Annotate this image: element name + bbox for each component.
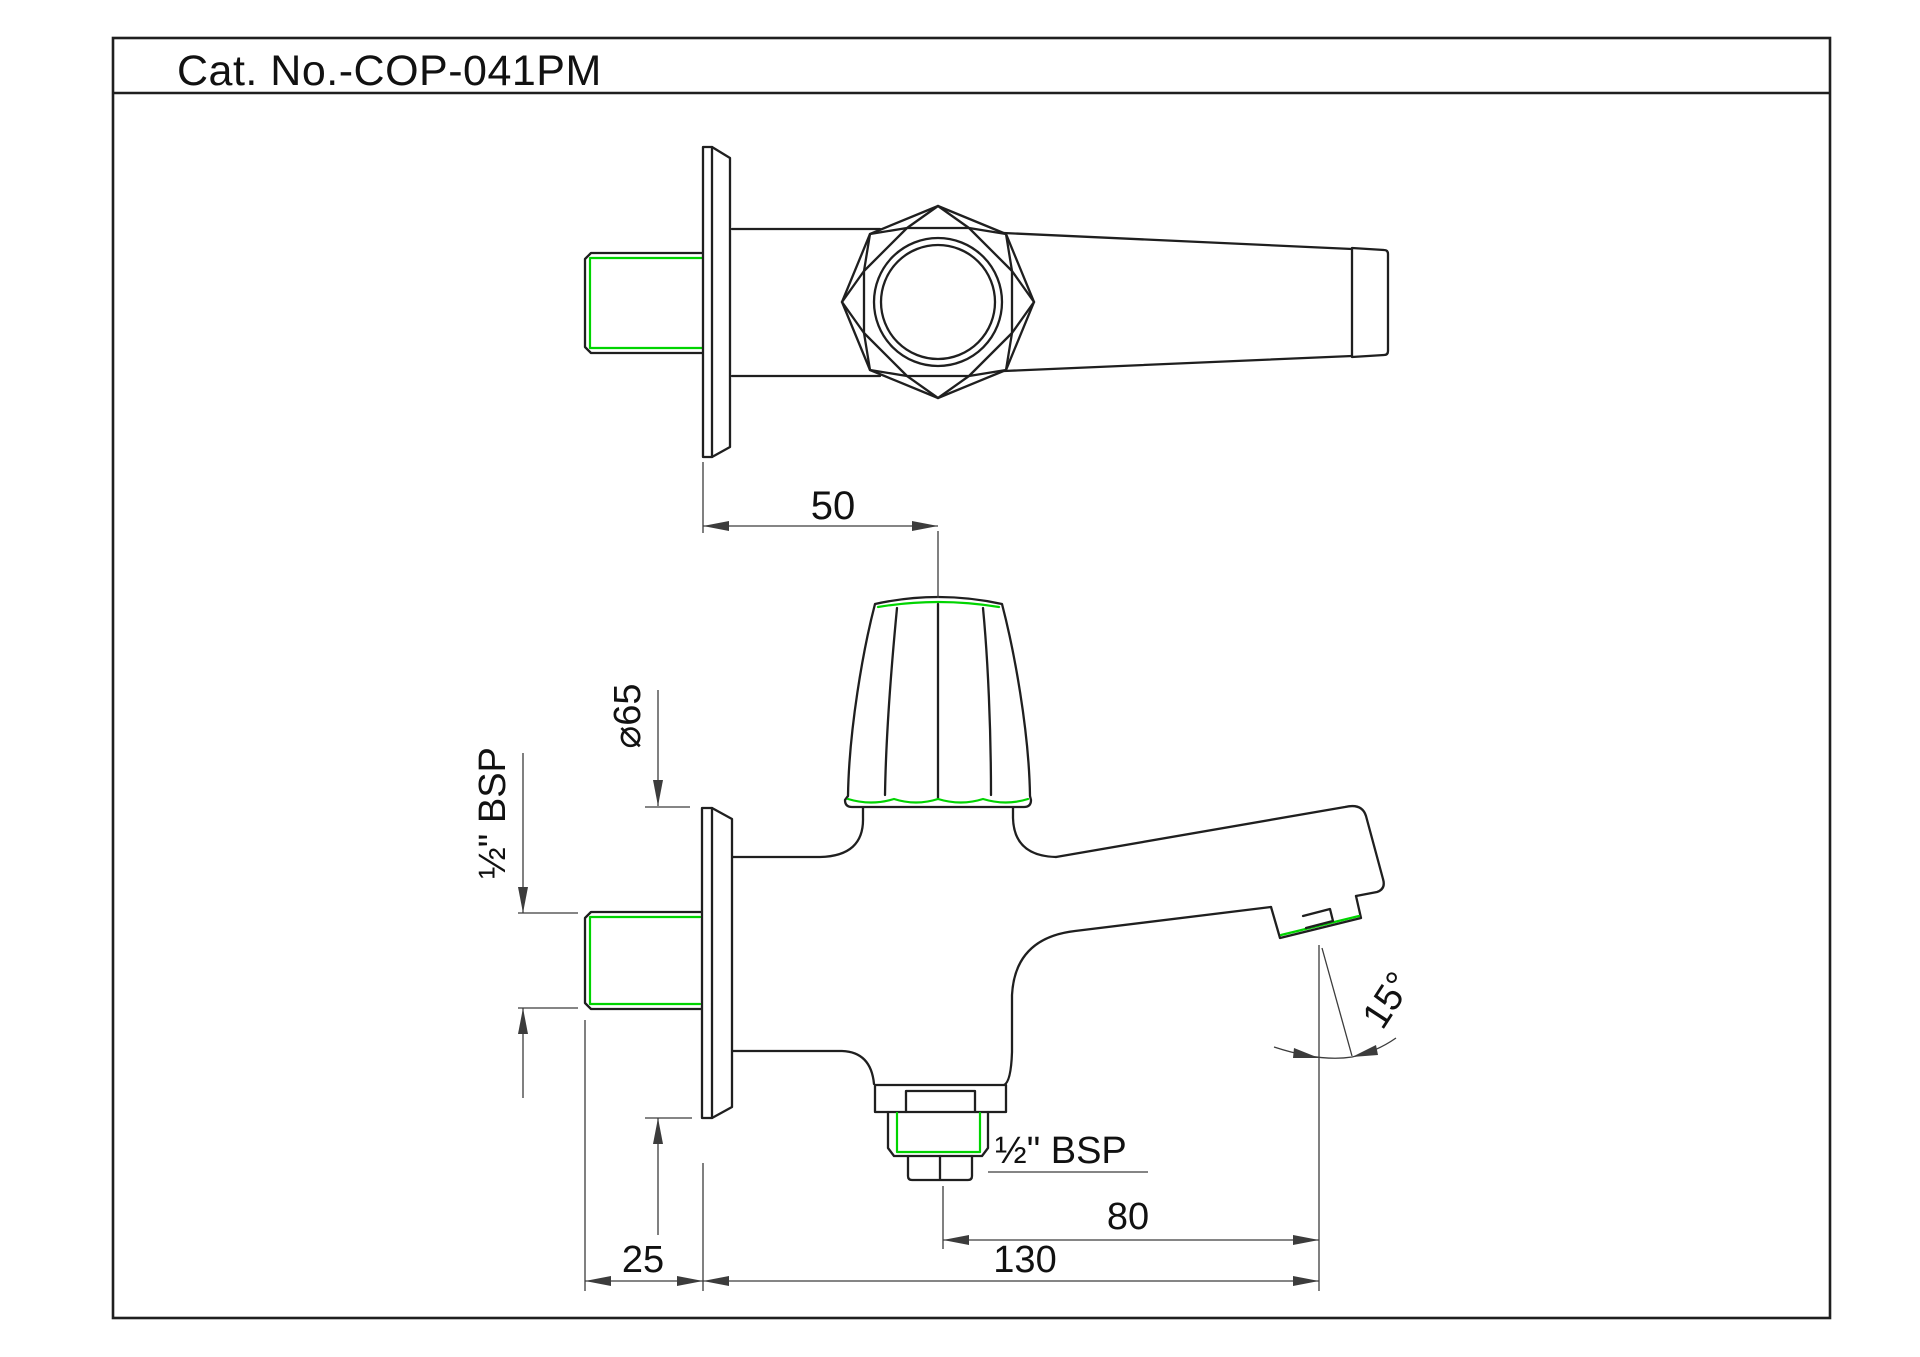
arrowhead bbox=[1293, 1276, 1319, 1286]
dim-outlet-bsp-label: ½" BSP bbox=[995, 1130, 1127, 1172]
dim-handle-offset: 50 bbox=[702, 462, 939, 598]
inlet-thread-green-topview bbox=[588, 256, 704, 350]
dim-15deg-label: 15° bbox=[1355, 965, 1422, 1036]
dim-inlet-projection: 25 bbox=[584, 1020, 703, 1291]
sheet-border bbox=[111, 36, 1832, 1320]
title-block: Cat. No.-COP-041PM bbox=[111, 36, 1832, 1320]
knob-green-top bbox=[876, 600, 1001, 609]
inlet-thread-green-front bbox=[588, 915, 702, 1006]
dim-flange-diameter: ⌀65 bbox=[607, 683, 692, 1235]
arrowhead bbox=[518, 887, 528, 913]
arrowhead bbox=[912, 521, 938, 531]
dim-130-label: 130 bbox=[993, 1239, 1056, 1281]
aerator-insert bbox=[1301, 907, 1335, 930]
outlet-nut bbox=[873, 1083, 1008, 1114]
knob-front bbox=[843, 595, 1033, 809]
spout-topview bbox=[1002, 231, 1354, 373]
handle-facets bbox=[840, 204, 1036, 400]
spout-endcap-topview bbox=[1350, 246, 1390, 359]
wall-flange-front bbox=[700, 806, 734, 1120]
dim-25-label: 25 bbox=[622, 1239, 664, 1281]
body-bottom-front bbox=[731, 1049, 876, 1086]
wall-flange-topview bbox=[701, 145, 732, 459]
handle-circle-outer bbox=[872, 236, 1004, 368]
knob-flutes bbox=[883, 602, 993, 801]
arrowhead bbox=[1352, 1045, 1378, 1057]
dim-dia65-label: ⌀65 bbox=[607, 683, 649, 748]
arrowhead bbox=[1293, 1235, 1319, 1245]
spout-top-front bbox=[1054, 804, 1385, 898]
arrowhead bbox=[943, 1235, 969, 1245]
inlet-thread-topview bbox=[583, 251, 704, 355]
arrowhead bbox=[518, 1008, 528, 1034]
dim-inlet-bsp-label: ½" BSP bbox=[472, 747, 514, 879]
aerator-boss bbox=[1269, 894, 1363, 940]
arrowhead bbox=[585, 1276, 611, 1286]
body-trunk-topview bbox=[730, 227, 882, 378]
arrowhead bbox=[703, 521, 729, 531]
dim-outlet-thread: ½" BSP bbox=[988, 1130, 1148, 1173]
knob-green-scallop bbox=[846, 797, 1030, 804]
spout-bottom-front bbox=[1002, 905, 1273, 1087]
outlet-nut-detail bbox=[904, 1089, 977, 1114]
arrowhead bbox=[653, 1118, 663, 1144]
dim-80-label: 80 bbox=[1107, 1196, 1149, 1238]
catalog-number: Cat. No.-COP-041PM bbox=[177, 47, 602, 95]
dim-50-label: 50 bbox=[811, 484, 856, 528]
front-view bbox=[583, 595, 1385, 1182]
dim-wall-to-outlet: 130 bbox=[702, 1163, 1319, 1291]
arrowhead bbox=[703, 1276, 729, 1286]
arrowhead bbox=[653, 780, 663, 806]
arrowhead bbox=[677, 1276, 703, 1286]
top-view bbox=[583, 145, 1390, 459]
dim-inlet-thread: ½" BSP bbox=[472, 747, 578, 1098]
body-top-front bbox=[731, 805, 1058, 859]
inlet-thread-front bbox=[583, 910, 704, 1011]
outlet-thread-green bbox=[895, 1111, 982, 1154]
dim-outlet-spacing: 80 bbox=[942, 1186, 1319, 1249]
dimensions: 50 ⌀65 ½" BSP 1 bbox=[472, 462, 1421, 1291]
outlet-thread bbox=[886, 1110, 990, 1158]
handle-circle-inner bbox=[879, 243, 997, 361]
outlet-endcap bbox=[906, 1154, 974, 1182]
arrowhead bbox=[1293, 1048, 1319, 1058]
